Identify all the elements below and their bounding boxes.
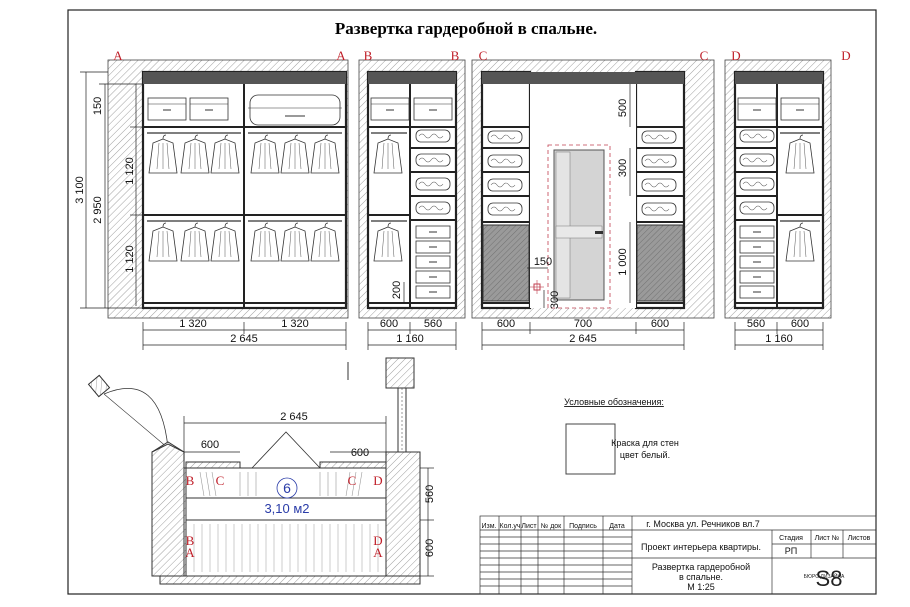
plan-letter-d-top: D [373, 473, 382, 488]
dim-a-1120-bottom: 1 120 [124, 245, 136, 273]
dim-a-2950: 2 950 [92, 196, 104, 224]
label-a-right: A [336, 48, 346, 63]
dim-a-2645: 2 645 [230, 333, 258, 345]
dim-c-600-right: 600 [651, 318, 669, 330]
dim-c-1000: 1 000 [617, 248, 629, 276]
dim-a-1120-top: 1 120 [124, 157, 136, 185]
dim-d-560: 560 [747, 318, 765, 330]
dim-a-1320-left: 1 320 [179, 318, 207, 330]
stamp-col-date: Дата [609, 523, 625, 530]
label-d-right: D [841, 48, 850, 63]
dims-plan [183, 416, 434, 577]
plan-letter-d-bottom: D [373, 533, 382, 548]
dims-a-vertical [80, 71, 142, 309]
floor-plan [87, 357, 421, 585]
stamp-col-izm: Изм. [482, 523, 497, 530]
legend-item-sub: цвет белый. [620, 450, 670, 460]
studio-logo: S8 БЮРО ДИЗАЙНА [804, 566, 845, 591]
plan-dim-600-side: 600 [424, 539, 436, 557]
sheet-border [67, 9, 877, 595]
stamp-col-koluch: Кол.уч [500, 523, 521, 530]
label-a-left: A [113, 48, 123, 63]
stamp-drawing-name-1: Развертка гардеробной [652, 562, 750, 572]
label-c-right: C [700, 48, 709, 63]
dim-c-700: 700 [574, 318, 592, 330]
dim-b-1160: 1 160 [396, 333, 424, 345]
drawing-title: Развертка гардеробной в спальне. [335, 19, 597, 38]
stamp-address: г. Москва ул. Речников вл.7 [646, 519, 760, 529]
plan-letter-b-bottom: B [186, 533, 195, 548]
elevation-c [471, 59, 715, 319]
dim-b-600: 600 [380, 318, 398, 330]
dims-c-vertical [527, 84, 631, 308]
stamp-col-list: Лист [521, 523, 537, 530]
elevation-b [358, 59, 466, 319]
dim-a-1320-right: 1 320 [281, 318, 309, 330]
logo-mark: S8 [816, 566, 843, 591]
dim-b-560: 560 [424, 318, 442, 330]
dim-d-600: 600 [791, 318, 809, 330]
plan-letter-c-right: C [348, 473, 357, 488]
room-area: 3,10 м2 [264, 501, 309, 516]
elevation-d [724, 59, 832, 319]
dims-d-horizontal [734, 322, 824, 350]
plan-dim-2645: 2 645 [280, 411, 308, 423]
plan-letter-b-top: B [186, 473, 195, 488]
stamp-sheet-label: Лист № [815, 535, 840, 542]
dims-b-horizontal [367, 322, 457, 350]
logo-caption: БЮРО ДИЗАЙНА [804, 572, 845, 580]
dim-b-200: 200 [391, 281, 403, 299]
room-number: 6 [283, 480, 291, 496]
dim-c-500: 500 [617, 99, 629, 117]
legend-swatch [565, 423, 616, 475]
plan-letter-a-left: A [185, 545, 195, 560]
stamp-stage-label: Стадия [779, 535, 803, 542]
dim-c-600-left: 600 [497, 318, 515, 330]
stamp-col-doc: № док [541, 523, 562, 530]
dim-c-2645: 2 645 [569, 333, 597, 345]
dims-a-horizontal [142, 322, 347, 350]
dim-d-1160: 1 160 [765, 333, 793, 345]
stamp-drawing-name-2: в спальне. [679, 572, 723, 582]
plan-letter-c-left: C [216, 473, 225, 488]
plan-dim-600-right: 600 [351, 447, 369, 459]
plan-dim-560: 560 [424, 485, 436, 503]
label-d-left: D [731, 48, 740, 63]
legend-item: Краска для стен [611, 438, 679, 448]
stamp-sheets-label: Листов [848, 535, 871, 542]
label-b-left: B [364, 48, 373, 63]
dim-a-150: 150 [92, 97, 104, 115]
stamp-scale: М 1:25 [687, 582, 715, 592]
label-c-left: C [479, 48, 488, 63]
dims-c-horizontal [481, 322, 685, 350]
stamp-stage: РП [785, 546, 797, 556]
dim-a-3100: 3 100 [74, 176, 86, 204]
plan-dim-600-left: 600 [201, 439, 219, 451]
dim-c-300-lower: 300 [549, 291, 561, 309]
title-block [479, 515, 877, 595]
elevation-a [107, 59, 349, 319]
dim-c-150: 150 [534, 256, 552, 268]
stamp-project: Проект интерьера квартиры. [641, 542, 761, 552]
label-b-right: B [451, 48, 460, 63]
plan-letter-a-right: A [373, 545, 383, 560]
stamp-col-sign: Подпись [569, 523, 597, 530]
dim-c-300-upper: 300 [617, 159, 629, 177]
legend-heading: Условные обозначения: [564, 397, 664, 407]
